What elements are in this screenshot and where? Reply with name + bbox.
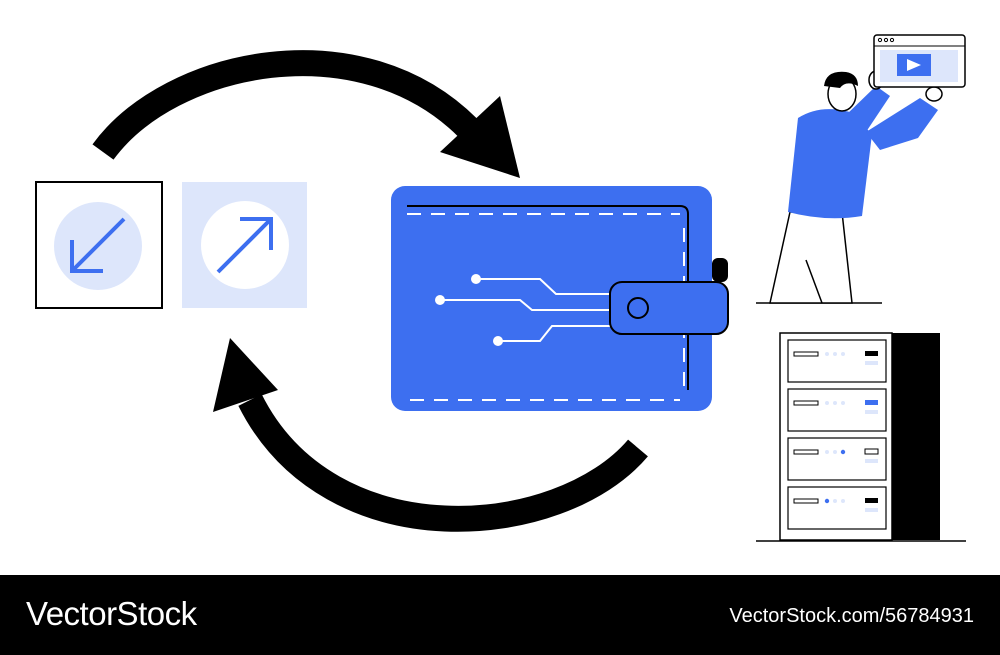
server-unit [787, 388, 887, 432]
image-reference: VectorStock.com/56784931 [729, 605, 974, 627]
illustration-scene [35, 34, 966, 542]
server-unit [787, 339, 887, 383]
digital-wallet-icon [391, 186, 729, 411]
server-rack-icon [756, 332, 966, 542]
arrow-up-right-icon [216, 217, 273, 274]
server-unit [787, 486, 887, 530]
circuit-pattern [435, 274, 612, 346]
curved-arrow-return-icon [213, 338, 648, 532]
arrow-down-left-icon [70, 217, 126, 273]
outgoing-transfer-box [182, 182, 307, 308]
server-unit [787, 437, 887, 481]
incoming-transfer-box [35, 181, 163, 309]
video-screen [873, 34, 966, 88]
play-icon [907, 59, 921, 71]
watermark-footer: VectorStock VectorStock.com/56784931 [0, 575, 1000, 655]
person-with-screen [756, 34, 966, 304]
brand-wordmark: VectorStock [26, 595, 197, 632]
curved-arrow-clockwise-icon [92, 50, 520, 178]
